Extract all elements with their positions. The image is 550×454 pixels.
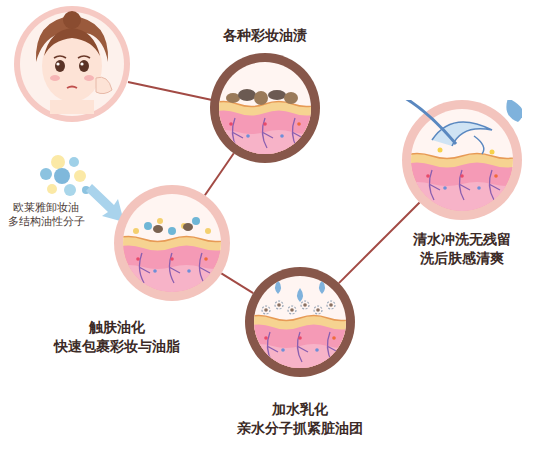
step-caption: 触肤油化快速包裹彩妆与油脂 [54, 318, 180, 356]
step-description: 快速包裹彩妆与油脂 [54, 337, 180, 356]
face-portrait [14, 6, 130, 122]
step-title: 各种彩妆油渍 [223, 26, 307, 45]
skin-cross-section [402, 100, 522, 220]
process-circle: 触肤油化快速包裹彩妆与油脂 [114, 185, 230, 301]
step-description: 亲水分子抓紧脏油团 [237, 419, 363, 438]
water-splash [506, 100, 522, 122]
oil-molecules [40, 155, 90, 196]
step-connector [221, 273, 253, 293]
step-caption: 清水冲洗无残留洗后肤感清爽 [413, 230, 511, 268]
process-circle: 各种彩妆油渍 [210, 53, 320, 163]
pointer-arrow [86, 184, 124, 222]
skin-cross-section [245, 267, 355, 377]
process-circle: 清水冲洗无残留洗后肤感清爽 [402, 100, 522, 220]
process-circle: 加水乳化亲水分子抓紧脏油团 [245, 267, 355, 377]
leader-line [128, 82, 212, 100]
product-note: 欧莱雅卸妆油 多结构油性分子 [4, 201, 88, 229]
skin-cross-section [114, 185, 230, 301]
step-title: 清水冲洗无残留 [413, 230, 511, 249]
step-caption: 加水乳化亲水分子抓紧脏油团 [237, 400, 363, 438]
skin-cross-section [210, 53, 320, 163]
step-connector [205, 153, 234, 195]
step-connector [339, 202, 420, 283]
step-description: 洗后肤感清爽 [413, 249, 511, 268]
step-title: 加水乳化 [237, 400, 363, 419]
step-caption: 各种彩妆油渍 [223, 26, 307, 45]
step-title: 触肤油化 [54, 318, 180, 337]
